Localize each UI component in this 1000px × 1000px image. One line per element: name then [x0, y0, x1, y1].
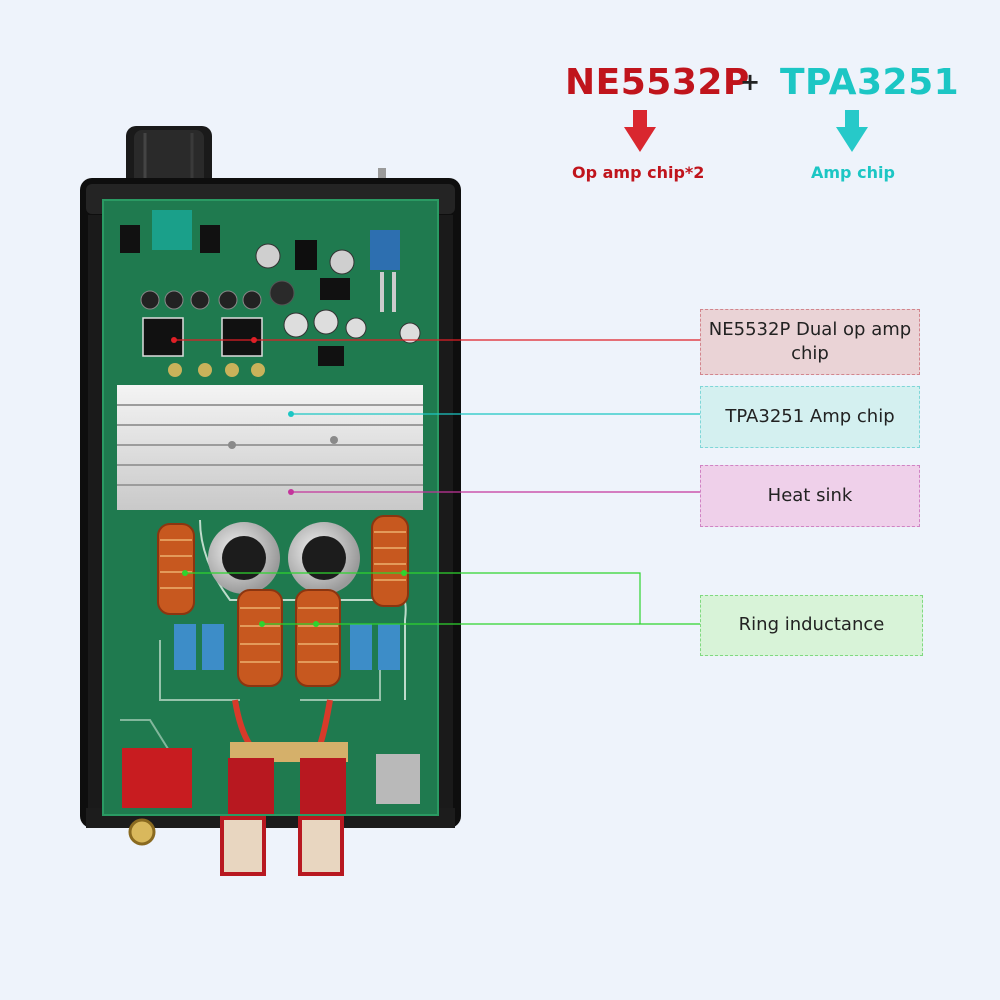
plus-sign: +: [740, 68, 761, 96]
film-capacitors: [174, 624, 400, 670]
op-amp-chips: [142, 317, 263, 357]
callout-text: Ring inductance: [738, 614, 885, 636]
leader-lines: [174, 339, 700, 625]
callout-tpa3251: TPA3251 Amp chip: [700, 386, 920, 448]
io-connectors: [122, 748, 420, 846]
arrow-down-teal-icon: [836, 110, 868, 152]
heat-sink: [117, 385, 423, 510]
chip-title-tpa3251: TPA3251: [780, 62, 960, 103]
speaker-terminals: [220, 699, 348, 876]
callout-ring-inductance: Ring inductance: [700, 595, 923, 656]
op-amp-chip-label: Op amp chip*2: [572, 163, 705, 182]
callout-text: Heat sink: [767, 484, 853, 506]
callout-text: NE5532P Dual op amp chip: [708, 318, 912, 364]
top-components: [120, 210, 421, 377]
filter-capacitors: [208, 522, 360, 594]
amp-chip-label: Amp chip: [811, 163, 895, 182]
callout-ne5532p: NE5532P Dual op amp chip: [700, 309, 920, 375]
volume-knob: [126, 126, 212, 192]
ring-inductors: [157, 515, 409, 687]
chip-title-ne5532p: NE5532P: [565, 62, 750, 103]
callout-heat-sink: Heat sink: [700, 465, 920, 527]
arrow-down-red-icon: [624, 110, 656, 152]
callout-text: TPA3251 Amp chip: [725, 405, 895, 427]
